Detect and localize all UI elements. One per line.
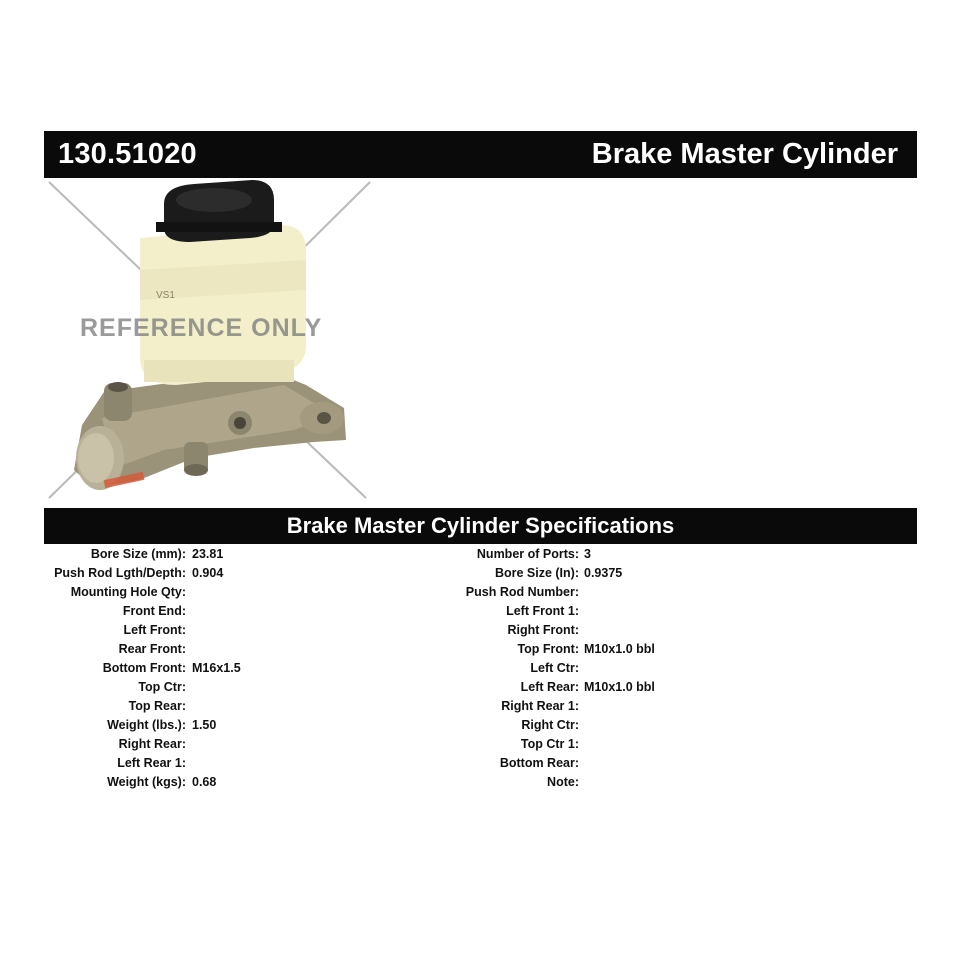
spec-label: Mounting Hole Qty: (70, 585, 186, 599)
part-number: 130.51020 (58, 138, 197, 170)
title-bar: 130.51020 Brake Master Cylinder (44, 131, 917, 178)
specifications-title: Brake Master Cylinder Specifications (286, 513, 675, 538)
spec-row: Top Ctr 1: (420, 736, 720, 755)
spec-label: Bottom Rear: (499, 756, 579, 770)
spec-value: M16x1.5 (192, 661, 241, 675)
spec-value: 0.68 (192, 775, 217, 789)
spec-row: Note: (420, 774, 720, 793)
spec-row: Push Rod Number: (420, 584, 720, 603)
spec-row: Front End: (44, 603, 344, 622)
spec-row: Mounting Hole Qty: (44, 584, 344, 603)
spec-value: 0.9375 (584, 566, 623, 580)
reservoir-marking: VS1 (156, 290, 175, 301)
spec-row: Weight (lbs.): 1.50 (44, 717, 344, 736)
spec-row: Left Rear: M10x1.0 bbl (420, 679, 720, 698)
spec-row: Top Rear: (44, 698, 344, 717)
spec-label: Right Ctr: (521, 718, 579, 732)
spec-row: Bottom Rear: (420, 755, 720, 774)
spec-label: Left Rear 1: (117, 756, 186, 770)
spec-label: Top Front: (517, 642, 579, 656)
spec-row: Weight (kgs): 0.68 (44, 774, 344, 793)
spec-label: Left Front 1: (506, 604, 579, 618)
product-title: Brake Master Cylinder (591, 138, 898, 170)
spec-label: Note: (547, 775, 579, 789)
spec-label: Right Rear 1: (501, 699, 579, 713)
spec-row: Push Rod Lgth/Depth: 0.904 (44, 565, 344, 584)
spec-label: Push Rod Lgth/Depth: (54, 566, 186, 580)
product-photo: VS1 (48, 180, 371, 499)
spec-row: Bore Size (In): 0.9375 (420, 565, 720, 584)
spec-row: Right Rear: (44, 736, 344, 755)
spec-label: Weight (kgs): (107, 775, 186, 789)
spec-value: M10x1.0 bbl (584, 642, 655, 656)
spec-label: Right Front: (507, 623, 579, 637)
spec-label: Bore Size (mm): (90, 547, 186, 561)
spec-value: 0.904 (192, 566, 224, 580)
spec-row: Left Rear 1: (44, 755, 344, 774)
spec-label: Top Ctr: (138, 680, 186, 694)
spec-label: Front End: (122, 604, 186, 618)
spec-label: Left Front: (123, 623, 186, 637)
spec-label: Rear Front: (118, 642, 186, 656)
spec-row: Right Rear 1: (420, 698, 720, 717)
spec-row: Bottom Front: M16x1.5 (44, 660, 344, 679)
spec-label: Bottom Front: (102, 661, 186, 675)
spec-row: Right Ctr: (420, 717, 720, 736)
spec-label: Top Ctr 1: (520, 737, 579, 751)
spec-row: Left Front 1: (420, 603, 720, 622)
spec-row: Top Front: M10x1.0 bbl (420, 641, 720, 660)
spec-row: Top Ctr: (44, 679, 344, 698)
specifications-title-bar: Brake Master Cylinder Specifications (44, 508, 917, 544)
spec-label: Push Rod Number: (465, 585, 579, 599)
spec-label: Bore Size (In): (494, 566, 579, 580)
spec-label: Right Rear: (118, 737, 186, 751)
spec-row: Rear Front: (44, 641, 344, 660)
spec-label: Left Rear: (520, 680, 579, 694)
spec-row: Bore Size (mm): 23.81 (44, 546, 344, 565)
spec-column-right: Number of Ports:3 Bore Size (In):0.9375 … (420, 546, 720, 793)
spec-value: M10x1.0 bbl (584, 680, 655, 694)
spec-row: Right Front: (420, 622, 720, 641)
spec-row: Left Front: (44, 622, 344, 641)
spec-label: Left Ctr: (530, 661, 579, 675)
reference-only-watermark: REFERENCE ONLY (80, 314, 323, 342)
spec-label: Weight (lbs.): (107, 718, 186, 732)
spec-label: Top Rear: (128, 699, 186, 713)
spec-row: Left Ctr: (420, 660, 720, 679)
spec-column-left: Bore Size (mm): 23.81 Push Rod Lgth/Depth… (44, 546, 344, 793)
spec-row: Number of Ports: 3 (420, 546, 720, 565)
spec-value: 3 (584, 547, 591, 561)
spec-value: 23.81 (192, 547, 224, 561)
spec-value: 1.50 (192, 718, 217, 732)
spec-label: Number of Ports: (476, 547, 579, 561)
